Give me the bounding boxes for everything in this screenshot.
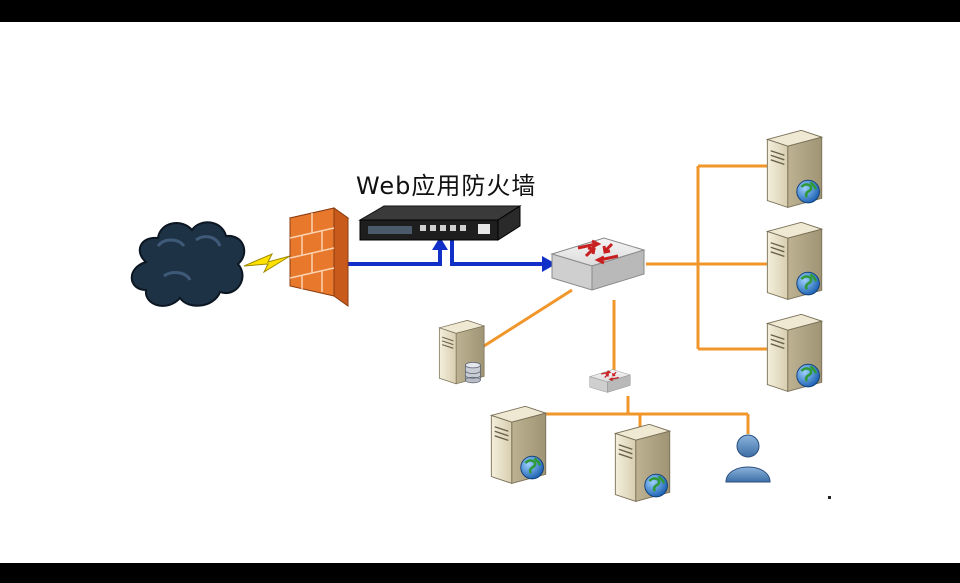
switch-to-database-link [483,288,573,348]
wan-links [348,237,556,272]
web-server-5-icon [614,424,671,503]
web-server-1-icon [766,130,823,209]
speck-mark [828,496,831,499]
web-server-3-icon [766,314,823,393]
arrow-up-icon [432,237,448,250]
core-switch-icon [550,236,646,292]
web-server-4-icon [490,406,547,485]
arrow-right-icon [542,256,556,272]
rack-appliance-icon [358,205,522,241]
brick-wall-firewall-icon [288,207,350,307]
top-frame-bar [0,0,960,22]
diagram-title: Web应用防火墙 [356,172,537,200]
user-icon [725,434,771,483]
firewall-to-waf-link [348,248,442,266]
waf-to-switch-link [450,238,545,266]
lightning-bolt-icon [243,253,291,274]
lan-links [483,164,770,434]
access-switch-icon [588,368,632,394]
database-server-icon [438,320,485,385]
bottom-frame-bar [0,563,960,583]
internet-cloud-icon [130,221,246,307]
web-server-2-icon [766,222,823,301]
